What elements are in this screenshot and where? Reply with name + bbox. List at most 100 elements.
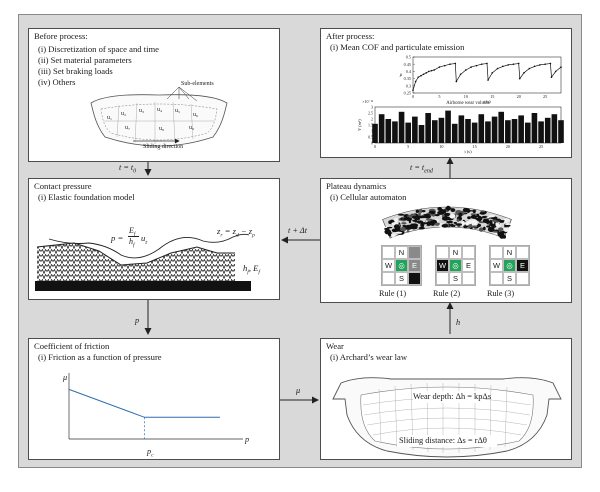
wear-volume-bar	[438, 117, 445, 143]
rule-1-label: Rule (1)	[379, 289, 407, 298]
cof-xlabel: t (s)	[483, 99, 491, 104]
plateau-patch	[388, 220, 392, 224]
cell-label: u₄	[157, 107, 163, 113]
wear-volume-bar	[458, 115, 465, 143]
plateau-patch	[486, 225, 491, 228]
plateau-patch	[446, 220, 454, 224]
grid-cell	[462, 246, 475, 259]
plateau-patch	[470, 213, 477, 216]
cof-data-point	[544, 63, 546, 65]
wear-volume-bar	[551, 114, 558, 143]
cof-data-point	[533, 65, 536, 68]
plateau-patch	[393, 224, 400, 229]
cof-ytick-label: 0.35	[404, 76, 411, 81]
formula-p: p =	[111, 233, 124, 243]
wear-volume-xlabel: t (s)	[464, 149, 472, 154]
plateau-patch	[393, 229, 399, 232]
plateau-patch	[424, 214, 431, 219]
cof-data-point	[549, 62, 552, 65]
plateau-patch	[426, 221, 432, 226]
wear-volume-bar	[491, 116, 498, 143]
cof-data-point	[443, 64, 446, 67]
cof-data-point	[430, 69, 433, 72]
plateau-patch	[423, 213, 431, 216]
formula-zr: zr = zd − zp	[217, 226, 255, 239]
cell-label: u₇	[125, 125, 131, 131]
cof-data-point	[539, 64, 541, 66]
plateau-patch	[434, 213, 440, 217]
plateau-patch	[453, 221, 458, 224]
plateau-patch	[481, 216, 488, 219]
plateau-patch	[471, 225, 478, 228]
wear-volume-bar	[431, 120, 438, 143]
label-sub-elements: Sub-elements	[181, 81, 214, 87]
plateau-patch	[441, 216, 450, 221]
plateau-patch	[418, 209, 422, 213]
plateau-patch	[456, 218, 460, 222]
label-t0: t = t0	[119, 163, 137, 175]
plateau-patch	[479, 211, 487, 215]
wear-volume-ytick-label: 0	[371, 141, 373, 146]
wear-volume-bar	[372, 123, 378, 143]
cof-data-point	[554, 70, 557, 73]
grid-cell: N	[503, 246, 516, 259]
plateau-patch	[439, 208, 445, 213]
plateau-patch	[450, 208, 456, 213]
plateau-patch	[482, 226, 486, 231]
plateau-arc-texture	[382, 205, 512, 239]
grid-cell: ◎	[395, 259, 408, 272]
plateau-patch	[400, 217, 403, 221]
label-tend: t = tend	[410, 163, 433, 175]
grid-cell: W	[382, 259, 395, 272]
plateau-patch	[418, 212, 421, 216]
friction-p-axis-label: p	[245, 435, 250, 444]
wear-volume-bar	[471, 122, 478, 143]
plateau-patch	[414, 218, 418, 223]
plateau-patch	[472, 209, 476, 214]
cof-data-point	[507, 64, 509, 66]
plateau-patch	[450, 223, 454, 227]
formula-hf-ef: hf, Ef	[243, 263, 260, 276]
contact-item: (i) Elastic foundation model	[38, 192, 135, 202]
cof-data-point	[422, 73, 425, 76]
cof-ytick-label: 0.3	[406, 83, 411, 88]
formula-u: uz	[141, 233, 148, 246]
wear-volume-ytick-label: 2.5	[368, 111, 373, 116]
wear-volume-bar	[425, 113, 431, 143]
grid-cell	[516, 272, 529, 285]
wear-volume-ytick-label: 1	[371, 129, 373, 134]
plateau-patch	[415, 209, 419, 213]
grid-cell	[408, 246, 421, 259]
wear-volume-xtick-label: 20	[506, 144, 510, 149]
grid-cell: E	[516, 259, 529, 272]
brake-pad-mesh	[90, 86, 228, 147]
plateau-patch	[471, 216, 475, 219]
wear-item: (i) Archard’s wear law	[330, 352, 408, 362]
cof-data-point	[491, 72, 494, 74]
cell-label: u₂	[121, 111, 127, 117]
cof-data-point	[512, 63, 515, 65]
plateau-patch	[478, 227, 484, 232]
cell-label: u₉	[189, 125, 195, 131]
plateau-patch	[394, 217, 399, 223]
plateau-patch	[462, 207, 469, 213]
wear-volume-bar	[405, 122, 412, 143]
wear-volume-xtick-label: 15	[473, 144, 477, 149]
cof-data-point	[425, 72, 428, 74]
wear-volume-bar	[418, 125, 425, 143]
grid-cell: ◎	[449, 259, 462, 272]
grid-cell	[436, 272, 449, 285]
plateau-patch	[455, 223, 463, 226]
grid-cell: N	[395, 246, 408, 259]
plateau-patch	[443, 209, 447, 214]
panel-wear: Wear (i) Archard’s wear law Wear depth: …	[320, 338, 572, 460]
wear-volume-bar	[451, 123, 458, 143]
wear-volume-ytick-label: 2	[371, 117, 373, 122]
plateau-patch	[488, 214, 496, 218]
cell-label: u₃	[139, 108, 145, 114]
after-item: (i) Mean COF and particulate emission	[330, 42, 465, 52]
panel-coefficient-of-friction: Coefficient of friction (i) Friction as …	[28, 338, 280, 460]
wear-volume-ytick-label: 1.5	[368, 123, 373, 128]
